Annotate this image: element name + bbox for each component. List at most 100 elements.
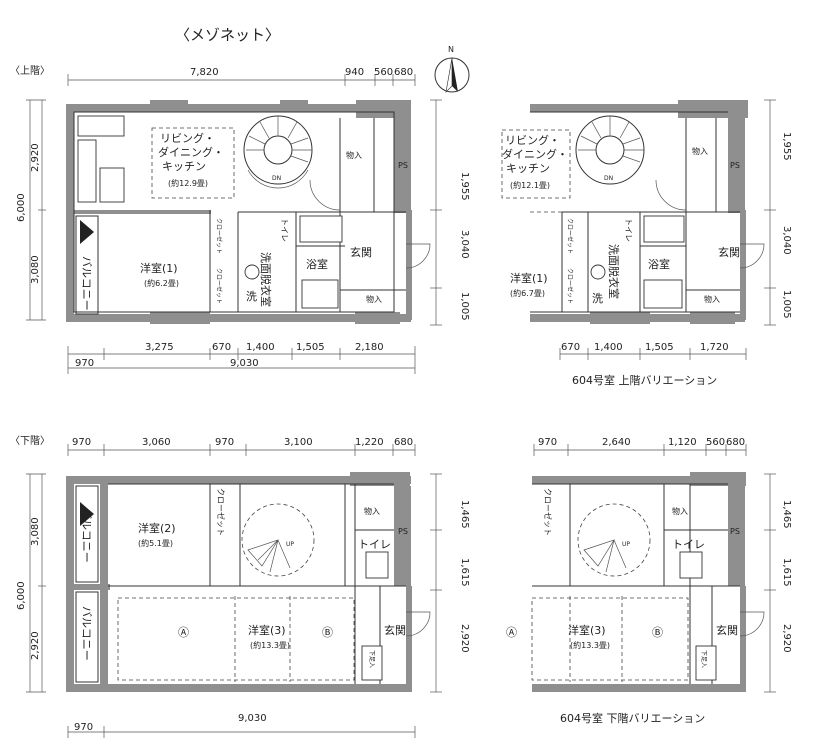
lower-var-right-dims: [764, 473, 776, 693]
upper-balcony-label: バルコニー: [80, 256, 93, 311]
lower-top-dim: 970: [215, 437, 234, 448]
lower-western2-size: (約5.1畳): [138, 538, 173, 548]
lower-var-top-dim: 560: [706, 437, 725, 448]
lower-left-dim: 2,920: [30, 631, 41, 660]
upper-var-ldk-label: キッチン: [506, 162, 550, 175]
upper-bottom-left: 970: [75, 358, 94, 369]
lower-entry-label: 玄関: [384, 623, 406, 637]
lower-western3-size: (約13.3畳): [250, 640, 290, 650]
upper-right-dim: 3,040: [459, 230, 470, 259]
lower-var-right-dim: 2,920: [781, 624, 792, 653]
upper-var-ldk-label: リビング・: [505, 133, 560, 147]
upper-ldk-label: キッチン: [162, 160, 206, 173]
lower-top-dim: 3,060: [142, 437, 171, 448]
lower-var-interior: [531, 483, 765, 684]
upper-bottom-dim: 1,400: [246, 342, 275, 353]
upper-left-dims: [26, 99, 46, 321]
upper-washroom-label: 洗面脱衣室: [259, 252, 273, 307]
lower-var-stair-up: UP: [622, 541, 630, 548]
upper-var-bottom-dim: 670: [561, 342, 580, 353]
lower-var-walls: [532, 472, 746, 692]
lower-stair-up: UP: [286, 541, 294, 548]
upper-var-caption: 604号室 上階バリエーション: [572, 373, 717, 387]
lower-right-dim: 2,920: [459, 624, 470, 653]
lower-left-dims: [26, 473, 46, 693]
upper-right-dim: 1,005: [459, 292, 470, 321]
upper-var-bath: 浴室: [648, 257, 670, 271]
upper-var-stair-dn: DN: [604, 175, 613, 182]
upper-top-dim: 940: [345, 67, 364, 78]
upper-top-dims: [67, 74, 416, 86]
lower-storage-label: 物入: [364, 506, 380, 516]
upper-var-right-dim: 3,040: [781, 226, 792, 255]
lower-mark-a: Ⓐ: [178, 626, 189, 639]
lower-balcony-label: バルコニー: [80, 508, 93, 563]
upper-left-dim: 6,000: [16, 193, 27, 222]
upper-var-western1: 洋室(1): [510, 271, 548, 285]
lower-western3-label: 洋室(3): [248, 623, 286, 637]
upper-var-right-dims: [764, 99, 776, 326]
upper-bottom-dims: [67, 346, 416, 374]
upper-var-walls: [530, 100, 748, 324]
upper-var-closet2: クローゼット: [566, 268, 574, 304]
upper-var-right-dim: 1,005: [781, 290, 792, 319]
upper-var-ps: PS: [730, 161, 740, 170]
upper-var-washroom: 洗面脱衣室: [607, 244, 621, 299]
upper-left-dim: 2,920: [30, 143, 41, 172]
upper-left-dim: 3,080: [30, 255, 41, 284]
lower-shoes-label: 下足入: [368, 650, 375, 668]
lower-right-dim: 1,465: [459, 500, 470, 529]
upper-closet2-label: クローゼット: [215, 268, 223, 304]
lower-left-dim: 3,080: [30, 517, 41, 546]
upper-var-closet: クローゼット: [566, 218, 574, 254]
lower-var-entry: 玄関: [716, 623, 738, 637]
lower-var-shoes: 下足入: [700, 650, 707, 668]
lower-var-top-dim: 970: [538, 437, 557, 448]
lower-right-dims: [430, 473, 442, 693]
upper-var-western1-size: (約6.7畳): [510, 288, 545, 298]
upper-var-bottom-dim: 1,505: [645, 342, 674, 353]
upper-bottom-dim: 1,505: [296, 342, 325, 353]
upper-toilet-label: トイレ: [280, 218, 289, 242]
lower-var-western3-size: (約13.3畳): [570, 640, 610, 650]
upper-storage2-label: 物入: [366, 294, 382, 304]
lower-interior: [75, 483, 431, 684]
upper-closet-label: クローゼット: [215, 218, 223, 254]
lower-top-dim: 1,220: [355, 437, 384, 448]
compass-north: N: [448, 45, 454, 54]
upper-top-dim: 560: [374, 67, 393, 78]
upper-var-bottom-dim: 1,400: [594, 342, 623, 353]
upper-bottom-total: 9,030: [230, 358, 259, 369]
upper-floor-label: 〈上階〉: [10, 65, 50, 77]
lower-bottom-dims: [67, 726, 416, 738]
lower-top-dim: 3,100: [284, 437, 313, 448]
lower-ps-label: PS: [398, 527, 408, 536]
lower-mark-b: Ⓑ: [322, 626, 333, 639]
lower-var-top-dim: 1,120: [668, 437, 697, 448]
lower-left-dim: 6,000: [16, 581, 27, 610]
lower-var-right-dim: 1,465: [781, 500, 792, 529]
upper-western1-size: (約6.2畳): [144, 278, 179, 288]
upper-entry-label: 玄関: [350, 245, 372, 259]
upper-top-dim: 680: [394, 67, 413, 78]
upper-var-interior: [501, 111, 765, 313]
upper-var-bottom-dims: [559, 348, 747, 360]
upper-storage-label: 物入: [346, 150, 362, 160]
upper-var-bottom-dim: 1,720: [700, 342, 729, 353]
lower-var-closet: クローゼット: [543, 488, 553, 536]
upper-bottom-dim: 3,275: [145, 342, 174, 353]
lower-western2-label: 洋室(2): [138, 521, 176, 535]
upper-var-toilet: トイレ: [624, 218, 633, 242]
lower-floor-label: 〈下階〉: [10, 435, 50, 447]
lower-var-mark-a: Ⓐ: [506, 626, 517, 639]
upper-bottom-dim: 2,180: [355, 342, 384, 353]
lower-walls: [66, 472, 412, 692]
lower-top-dims: [67, 444, 416, 456]
upper-var-storage2: 物入: [704, 294, 720, 304]
lower-top-dim: 680: [394, 437, 413, 448]
upper-right-dims: [430, 99, 442, 326]
lower-var-top-dim: 2,640: [602, 437, 631, 448]
upper-walls: [66, 100, 412, 324]
lower-var-western3: 洋室(3): [568, 623, 606, 637]
ldk-dashed-outline: [151, 127, 235, 199]
